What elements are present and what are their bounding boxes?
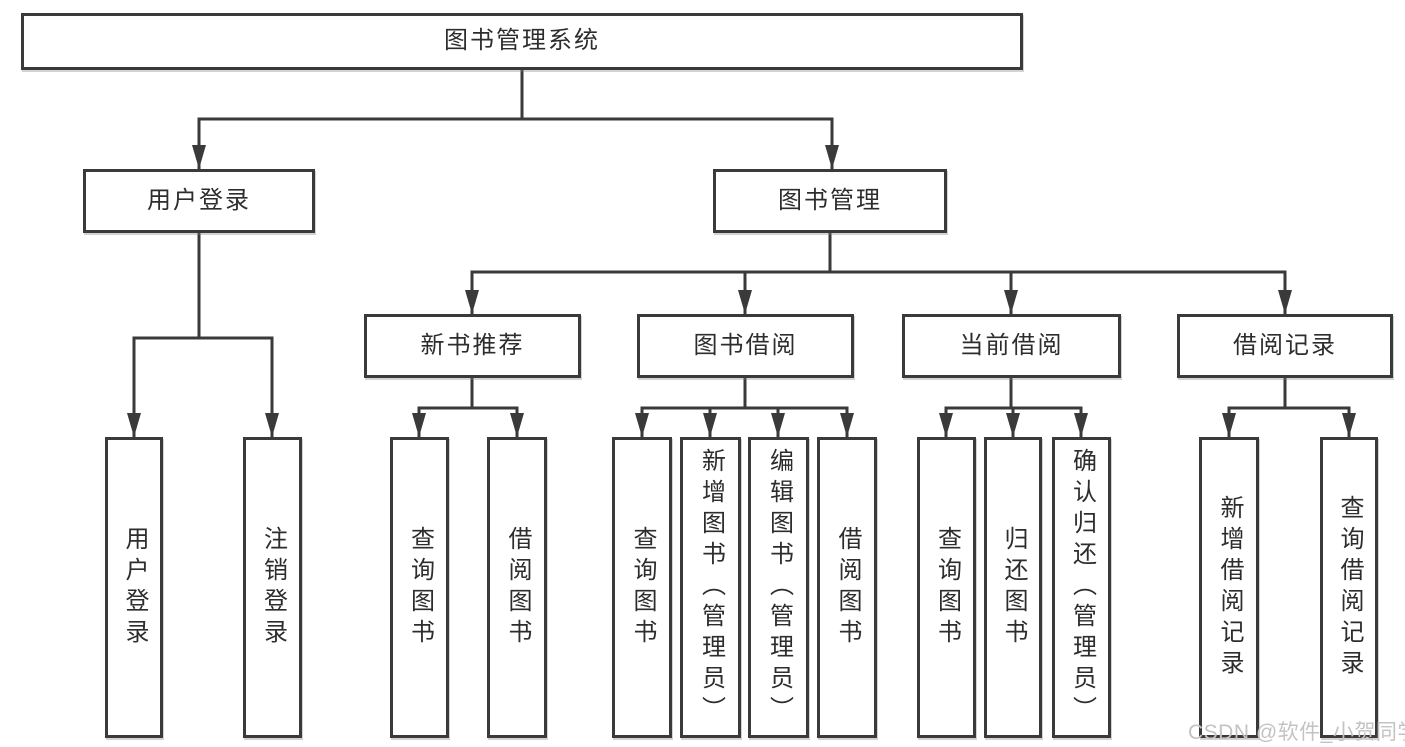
connector-new-book-to-borrow — [470, 378, 524, 437]
leaf-query-books-current-label: 查询图书 — [933, 525, 961, 650]
leaf-logout-label: 注销登录 — [259, 525, 287, 650]
node-current-borrow-label: 当前借阅 — [959, 331, 1064, 359]
leaf-borrow-books-label: 借阅图书 — [834, 525, 861, 650]
connector-borrow-records-to-query-record — [1283, 378, 1356, 437]
node-root-label: 图书管理系统 — [444, 27, 600, 55]
node-borrow-records: 借阅记录 — [1177, 314, 1393, 378]
connector-root-to-book-management — [520, 70, 839, 169]
connector-book-borrow-to-add — [703, 378, 747, 437]
leaf-edit-book-admin-label: 编辑图书（管理员） — [765, 448, 793, 727]
node-book-management: 图书管理 — [713, 169, 947, 233]
node-book-management-label: 图书管理 — [778, 186, 882, 214]
node-root: 图书管理系统 — [21, 13, 1023, 70]
node-new-book-recommend: 新书推荐 — [364, 314, 581, 378]
leaf-query-borrow-record: 查询借阅记录 — [1320, 437, 1378, 738]
leaf-logout: 注销登录 — [243, 437, 302, 738]
connector-root-to-user-login — [192, 70, 524, 169]
connector-borrow-records-to-add-record — [1222, 378, 1287, 437]
leaf-edit-book-admin: 编辑图书（管理员） — [748, 437, 809, 738]
leaf-user-login: 用户登录 — [105, 437, 163, 738]
leaf-return-book-label: 归还图书 — [1000, 525, 1027, 650]
leaf-add-borrow-record-label: 新增借阅记录 — [1216, 494, 1243, 681]
connector-current-borrow-to-confirm — [1009, 378, 1088, 437]
leaf-query-books-borrow: 查询图书 — [612, 437, 672, 738]
leaf-query-books-current: 查询图书 — [917, 437, 976, 738]
leaf-borrow-books-recommend: 借阅图书 — [487, 437, 547, 738]
connector-user-login-to-leaf-login — [127, 233, 201, 437]
leaf-query-borrow-record-label: 查询借阅记录 — [1336, 494, 1363, 681]
leaf-add-borrow-record: 新增借阅记录 — [1199, 437, 1259, 738]
node-new-book-recommend-label: 新书推荐 — [420, 331, 525, 359]
leaf-query-books-recommend: 查询图书 — [390, 437, 449, 738]
connector-current-borrow-to-query — [939, 378, 1013, 437]
connector-new-book-to-query — [412, 378, 474, 437]
connector-user-login-to-leaf-logout — [197, 233, 279, 437]
node-current-borrow: 当前借阅 — [902, 314, 1121, 378]
leaf-add-book-admin: 新增图书（管理员） — [680, 437, 741, 738]
csdn-watermark: CSDN @软件_小贺同学 — [1188, 721, 1405, 744]
node-borrow-records-label: 借阅记录 — [1233, 331, 1337, 359]
node-book-borrow: 图书借阅 — [637, 314, 854, 378]
leaf-query-books-borrow-label: 查询图书 — [629, 525, 656, 650]
node-user-login: 用户登录 — [83, 169, 315, 233]
connector-book-management-to-borrow-records — [828, 233, 1292, 314]
node-user-login-label: 用户登录 — [147, 186, 251, 214]
leaf-query-books-recommend-label: 查询图书 — [406, 525, 434, 650]
leaf-return-book: 归还图书 — [984, 437, 1042, 738]
leaf-confirm-return-admin-label: 确认归还（管理员） — [1068, 448, 1096, 727]
leaf-borrow-books: 借阅图书 — [817, 437, 877, 738]
leaf-borrow-books-recommend-label: 借阅图书 — [504, 525, 531, 650]
leaf-user-login-label: 用户登录 — [121, 525, 148, 650]
leaf-add-book-admin-label: 新增图书（管理员） — [697, 448, 725, 727]
connector-book-management-to-book-borrow — [738, 233, 832, 314]
connector-book-borrow-to-borrow — [743, 378, 854, 437]
node-book-borrow-label: 图书借阅 — [693, 331, 798, 359]
leaf-confirm-return-admin: 确认归还（管理员） — [1052, 437, 1111, 738]
